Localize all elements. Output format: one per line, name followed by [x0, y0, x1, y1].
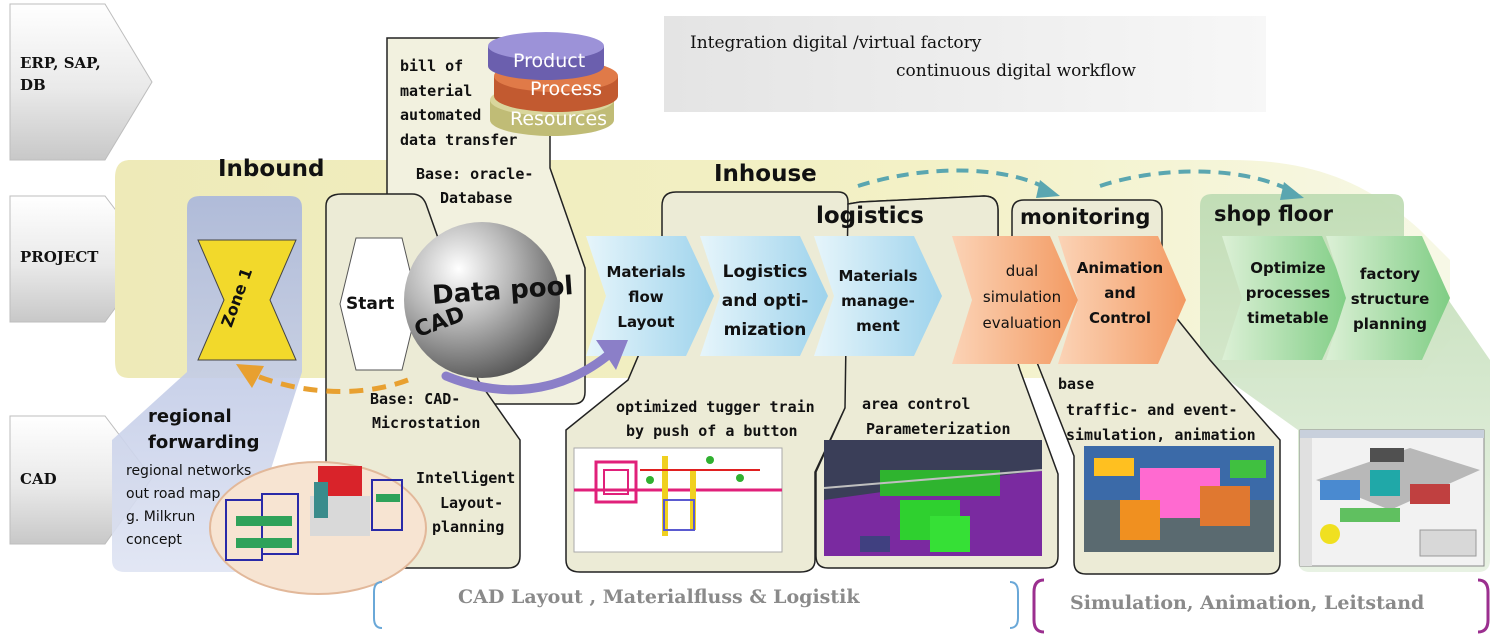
bom-line-4: data transfer: [400, 131, 518, 149]
heading-inhouse: Inhouse: [714, 161, 817, 187]
chevron-factory-structure: [1326, 236, 1450, 360]
regional-title-1: regional: [148, 406, 232, 427]
area-line-1: area control: [862, 395, 971, 413]
traffic-line-1: base: [1058, 375, 1095, 393]
bom-line-3: automated: [400, 106, 482, 124]
traffic-line-2: traffic- and event-: [1066, 401, 1238, 419]
integration-line-1: Integration digital /virtual factory: [690, 33, 982, 53]
oracle-line-1: Base: oracle-: [416, 165, 534, 183]
teal-arrow-head-1: [1036, 180, 1060, 198]
integration-box: [664, 16, 1266, 112]
purple-flow-arrow: [441, 347, 617, 395]
chevron-optimize-processes: [1222, 236, 1350, 360]
regional-line-3: g. Milkrun: [126, 509, 196, 525]
traffic-line-3: simulation, animation: [1066, 426, 1256, 444]
start-hexagon: [339, 237, 419, 371]
bom-line-1: bill of: [400, 57, 464, 75]
label-materials-flow-l2: flow: [628, 288, 664, 306]
footer-left-caption: CAD Layout , Materialfluss & Logistik: [458, 586, 860, 608]
label-factory-l3: planning: [1353, 315, 1427, 333]
intelligent-line-1: Intelligent: [416, 469, 516, 487]
area-control-picture: [823, 440, 1043, 556]
label-factory-l2: structure: [1350, 290, 1430, 308]
orange-dashed-arrow: [251, 371, 409, 394]
teal-arrow-head-2: [1280, 182, 1304, 200]
label-materials-flow-l1: Materials: [606, 263, 686, 281]
zone-chevron: [197, 239, 297, 361]
chevron-dual-simulation: [952, 236, 1078, 364]
tugger-line-2: by push of a button: [626, 422, 798, 440]
row-label-project: PROJECT: [20, 248, 99, 266]
simulation-picture: [1084, 446, 1274, 552]
footer-bracket-purple-left: [1032, 578, 1045, 634]
teal-dashed-arrow-1: [857, 168, 1047, 190]
label-optimize-l2: processes: [1245, 284, 1331, 302]
label-factory-structure: factory structure planning: [1340, 262, 1440, 337]
row-label-erp: ERP, SAP, DB: [20, 54, 101, 94]
chevron-materials-flow: [586, 236, 714, 356]
disc-label-resources: Resources: [510, 108, 608, 130]
base-cad-line-1: Base: CAD-: [370, 390, 461, 408]
heading-shop-floor: shop floor: [1214, 202, 1333, 226]
label-logistics-l2: and opti-: [721, 291, 809, 311]
label-animation-l2: and: [1104, 284, 1136, 302]
row-label-cad: CAD: [20, 470, 57, 488]
label-animation-l1: Animation: [1076, 259, 1164, 277]
label-optimize-l1: Optimize: [1250, 259, 1326, 277]
start-label: Start: [346, 294, 395, 314]
row-arrow-erp: [9, 3, 153, 161]
tugger-layout-picture: [573, 447, 783, 553]
label-mgmt-l3: ment: [856, 317, 900, 335]
disc-label-process: Process: [530, 78, 603, 100]
label-mgmt-l1: Materials: [838, 267, 918, 285]
label-materials-flow-l3: Layout: [617, 313, 675, 331]
heading-monitoring: monitoring: [1020, 205, 1151, 229]
label-dual-l2: simulation: [982, 288, 1062, 306]
label-logistics-l1: Logistics: [722, 262, 808, 282]
disc-label-product: Product: [513, 50, 586, 72]
heading-inbound: Inbound: [218, 156, 325, 182]
label-dual-l3: evaluation: [982, 314, 1062, 332]
label-animation-l3: Control: [1088, 309, 1151, 327]
label-logistics-optimization: Logistics and opti- mization: [710, 258, 820, 345]
label-materials-management: Materials manage- ment: [826, 264, 930, 339]
ppr-discs: [488, 32, 618, 136]
base-cad-line-2: Microstation: [372, 414, 481, 432]
heading-logistics: logistics: [816, 203, 924, 229]
footer-bracket-mid: [1009, 581, 1019, 629]
label-dual-l1: dual: [1005, 262, 1039, 280]
label-logistics-l3: mization: [723, 320, 807, 340]
oracle-line-2: Database: [440, 189, 513, 207]
factory-structure-picture: [1299, 429, 1485, 567]
label-optimize-processes: Optimize processes timetable: [1236, 256, 1340, 331]
chevron-logistics-optimization: [700, 236, 828, 356]
chevron-animation-control: [1058, 236, 1186, 364]
label-optimize-l3: timetable: [1247, 309, 1329, 327]
integration-line-2: continuous digital workflow: [896, 61, 1136, 81]
chevron-materials-management: [814, 236, 942, 356]
purple-arrow-head: [596, 340, 628, 370]
footer-bracket-purple-right: [1477, 578, 1490, 634]
area-line-2: Parameterization: [866, 420, 1011, 438]
orange-arrow-head: [236, 364, 264, 388]
intelligent-line-2: Layout-: [440, 494, 504, 512]
label-mgmt-l2: manage-: [841, 292, 915, 310]
regional-line-4: concept: [126, 532, 182, 548]
regional-line-1: regional networks: [126, 463, 252, 479]
label-animation-control: Animation and Control: [1070, 256, 1170, 331]
label-factory-l1: factory: [1359, 265, 1421, 283]
label-dual-simulation: dual simulation evaluation: [968, 258, 1076, 336]
footer-right-caption: Simulation, Animation, Leitstand: [1070, 592, 1425, 614]
regional-line-2: out road map: [126, 486, 221, 502]
data-pool-sphere: [404, 222, 560, 378]
intelligent-line-3: planning: [432, 518, 505, 536]
teal-dashed-arrow-2: [1099, 169, 1291, 192]
regional-title-2: forwarding: [148, 432, 260, 453]
footer-bracket-left: [373, 581, 383, 629]
bom-line-2: material: [400, 82, 473, 100]
tugger-line-1: optimized tugger train: [616, 398, 815, 416]
forklift-picture: [209, 461, 427, 595]
label-materials-flow: Materials flow Layout: [596, 260, 696, 335]
